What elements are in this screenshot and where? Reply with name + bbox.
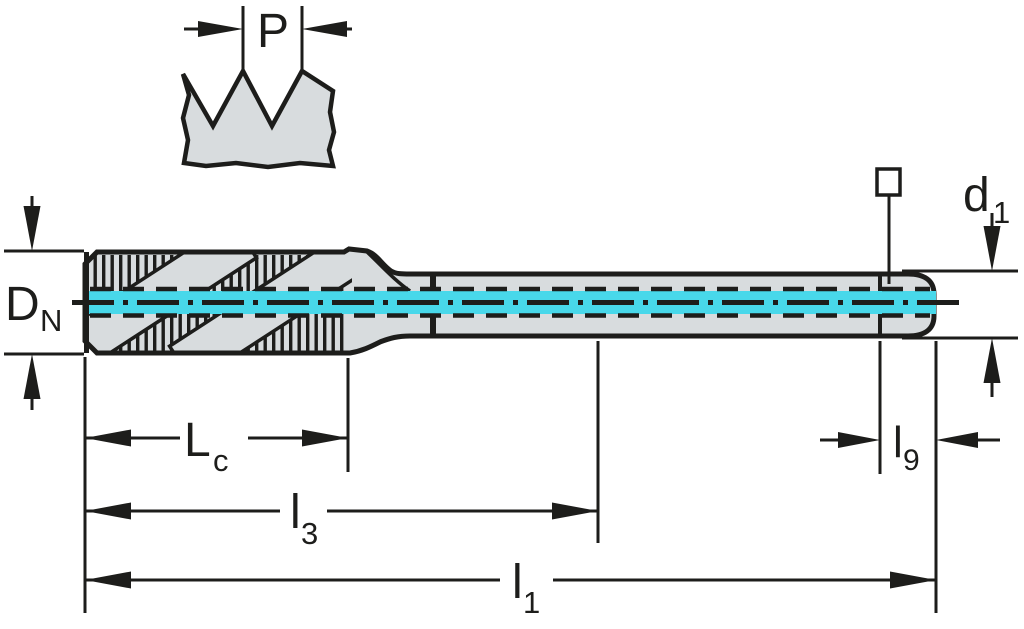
l9-arrowhead-right <box>936 432 978 448</box>
d1-arrowhead-top <box>983 226 1001 271</box>
l3-label-sub: 3 <box>301 516 318 551</box>
d1-label-main: d <box>963 169 990 222</box>
l9-label-sub: 9 <box>903 444 920 477</box>
pitch-arrowhead-left <box>198 21 243 37</box>
l1-label-main: l <box>512 556 523 609</box>
l9-label-main: l <box>893 418 903 467</box>
l1-arrowhead-left <box>85 571 131 589</box>
l3-arrowhead-right <box>552 502 598 520</box>
dn-arrowhead-bottom <box>23 354 41 399</box>
dn-label-main: D <box>5 278 40 331</box>
dn-label-sub: N <box>40 303 62 338</box>
dn-arrowhead-top <box>23 206 41 251</box>
lc-label-sub: c <box>213 443 229 478</box>
d1-arrowhead-bottom <box>983 338 1001 383</box>
lc-label-main: L <box>184 414 211 467</box>
lc-arrowhead-right <box>302 429 348 447</box>
l9-arrowhead-left <box>838 432 880 448</box>
pitch-arrowhead-right <box>302 21 347 37</box>
coolant-axis-highlight <box>85 291 936 314</box>
l1-arrowhead-right <box>890 571 936 589</box>
l3-label-main: l <box>290 486 301 539</box>
l3-arrowhead-left <box>85 502 131 520</box>
lc-arrowhead-left <box>85 429 131 447</box>
d1-label-sub: 1 <box>993 195 1010 230</box>
pitch-label: P <box>257 5 289 58</box>
thread-profile-detail <box>180 66 337 170</box>
l1-label-sub: 1 <box>523 585 540 620</box>
square-drive-icon <box>875 167 902 197</box>
